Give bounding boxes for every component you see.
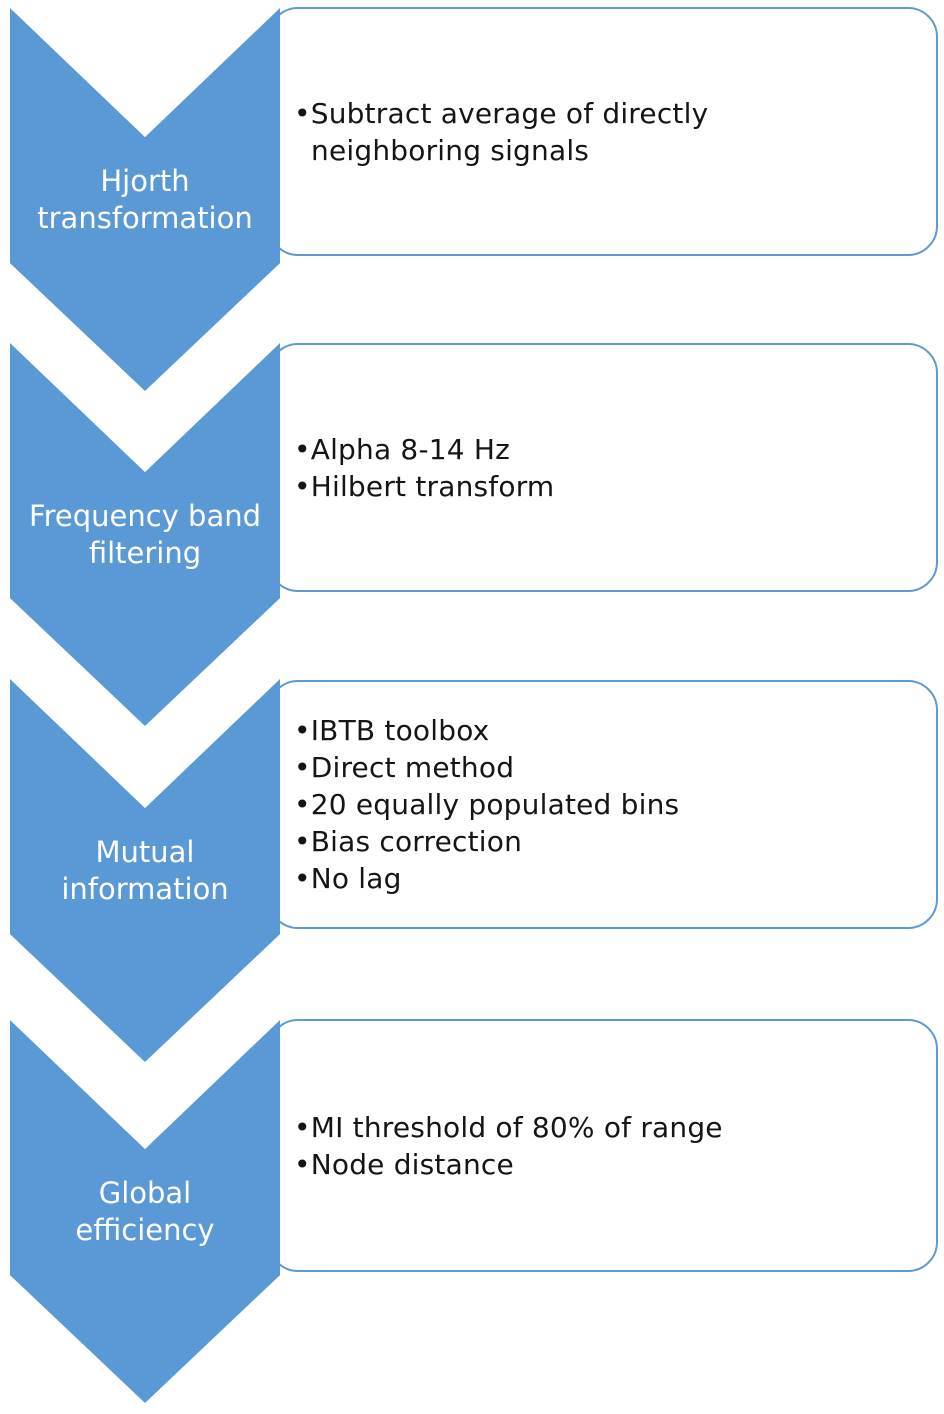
bullet-list: MI threshold of 80% of range Node distan…: [294, 1109, 878, 1183]
bullet-list: IBTB toolbox Direct method 20 equally po…: [294, 712, 878, 897]
chevron-mutual-information: Mutual information: [10, 679, 280, 1062]
step-title-line: transformation: [37, 200, 253, 235]
bullet-item: IBTB toolbox: [294, 712, 878, 749]
bullet-item: MI threshold of 80% of range: [294, 1109, 878, 1146]
step-title-line: Mutual: [95, 834, 195, 869]
chevron-global-efficiency: Global efficiency: [10, 1020, 280, 1403]
bullet-item: Subtract average of directly neighboring…: [294, 95, 878, 169]
bullet-item: Alpha 8-14 Hz: [294, 431, 878, 468]
step-title-line: information: [61, 871, 229, 906]
bullet-item: 20 equally populated bins: [294, 786, 878, 823]
bullet-list: Alpha 8-14 Hz Hilbert transform: [294, 431, 878, 505]
step-title-line: filtering: [88, 535, 202, 570]
panel-hjorth-transformation: Subtract average of directly neighboring…: [268, 7, 938, 256]
step-title-line: Global: [98, 1175, 192, 1210]
panel-mutual-information: IBTB toolbox Direct method 20 equally po…: [268, 680, 938, 929]
chevron-hjorth-transformation: Hjorth transformation: [10, 8, 280, 391]
bullet-item: Bias correction: [294, 823, 878, 860]
panel-frequency-band-filtering: Alpha 8-14 Hz Hilbert transform: [268, 343, 938, 592]
step-title-line: efficiency: [75, 1212, 215, 1247]
bullet-list: Subtract average of directly neighboring…: [294, 95, 878, 169]
step-title-line: Frequency band: [29, 498, 261, 533]
bullet-item: No lag: [294, 860, 878, 897]
step-title-line: Hjorth: [100, 163, 190, 198]
bullet-item: Direct method: [294, 749, 878, 786]
panel-global-efficiency: MI threshold of 80% of range Node distan…: [268, 1019, 938, 1272]
chevron-frequency-band-filtering: Frequency band filtering: [10, 343, 280, 726]
bullet-item: Node distance: [294, 1146, 878, 1183]
bullet-item: Hilbert transform: [294, 468, 878, 505]
